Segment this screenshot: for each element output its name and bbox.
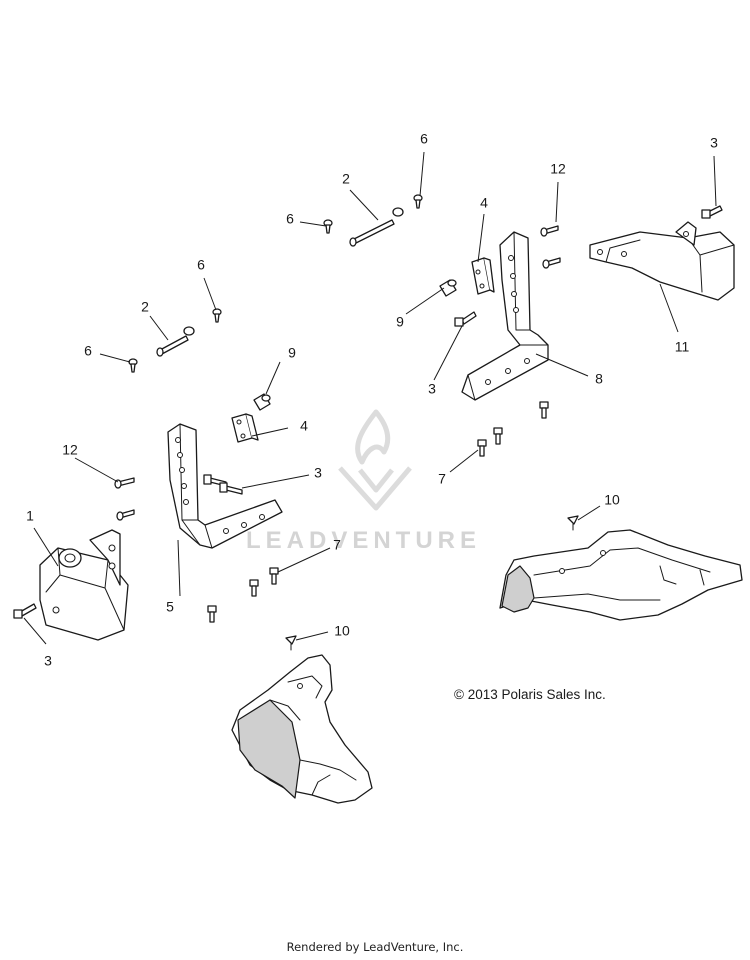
part-4-clip-left: [231, 413, 259, 443]
part-4-clip-right: [471, 257, 495, 295]
part-3-screw: [219, 482, 243, 495]
callout-9: 9: [396, 314, 404, 330]
part-6-pins: [128, 194, 423, 373]
frame-right: [499, 529, 743, 621]
part-10-clips: [285, 515, 579, 651]
callout-4: 4: [480, 195, 488, 211]
frame-left: [231, 654, 373, 804]
part-3-screw: [13, 603, 37, 619]
callout-6: 6: [84, 343, 92, 359]
part-2-bolt-left: [156, 326, 195, 357]
callout-9: 9: [288, 345, 296, 361]
callout-6: 6: [420, 131, 428, 147]
part-3-screw: [454, 311, 477, 327]
part-6-pin: [413, 194, 423, 209]
part-10-clip: [285, 635, 297, 651]
part-7-screw: [269, 567, 279, 585]
callout-6: 6: [286, 211, 294, 227]
part-12-screw: [114, 477, 135, 489]
callout-10: 10: [334, 623, 350, 639]
part-7-screws: [207, 401, 549, 623]
part-12-screw: [116, 509, 135, 521]
callout-11: 11: [675, 339, 690, 355]
callout-3: 3: [710, 135, 718, 151]
callout-4: 4: [300, 418, 308, 434]
copyright-notice: © 2013 Polaris Sales Inc.: [454, 687, 606, 702]
leader-lines: [23, 151, 717, 645]
part-12-screw: [542, 257, 561, 269]
part-12-screw: [540, 225, 559, 237]
part-6-pin: [212, 308, 222, 323]
leadventure-watermark-logo: LEADVENTURE: [246, 409, 481, 554]
callouts: 1 3 12 2 6 6 2 6 6 9 4 3 5 7 10 9 4 3 8 …: [26, 131, 718, 669]
part-7-screw: [493, 427, 503, 445]
part-10-clip: [567, 515, 579, 531]
callout-3: 3: [44, 653, 52, 669]
part-6-pin: [128, 358, 138, 373]
watermark-text: LEADVENTURE: [246, 527, 481, 554]
callout-8: 8: [595, 371, 603, 387]
callout-2: 2: [342, 171, 350, 187]
part-7-screw: [207, 605, 217, 623]
callout-3: 3: [314, 465, 322, 481]
part-3-screw: [701, 205, 723, 219]
callout-5: 5: [166, 599, 174, 615]
footer-credit: Rendered by LeadVenture, Inc.: [286, 940, 464, 954]
callout-7: 7: [333, 537, 341, 553]
part-7-screw: [539, 401, 549, 419]
part-7-screw: [249, 579, 259, 597]
part-12-screws: [114, 225, 561, 521]
callout-7: 7: [438, 471, 446, 487]
callout-10: 10: [604, 492, 620, 508]
part-9-bushing-right: [439, 279, 457, 297]
part-5-left-bracket: [167, 423, 283, 549]
part-8-right-bracket: [461, 231, 549, 401]
part-7-screw: [477, 439, 487, 457]
part-9-bushing-left: [253, 393, 271, 411]
part-2-bolt-center: [349, 207, 404, 247]
part-6-pin: [323, 219, 333, 234]
callout-12: 12: [550, 161, 566, 177]
part-1-box: [39, 529, 129, 641]
part-3-screws: [13, 205, 723, 619]
callout-1: 1: [26, 508, 34, 524]
callout-12: 12: [62, 442, 78, 458]
callout-3: 3: [428, 381, 436, 397]
part-11-right-cover: [589, 221, 735, 301]
callout-2: 2: [141, 299, 149, 315]
callout-6: 6: [197, 257, 205, 273]
